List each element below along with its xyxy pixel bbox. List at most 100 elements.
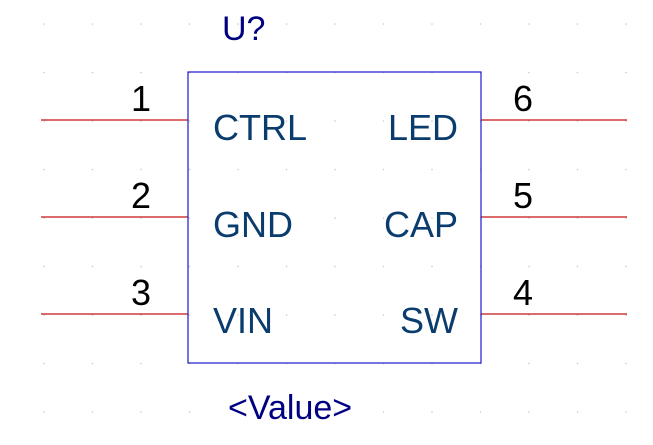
pin-name-gnd: GND [213, 204, 293, 245]
grid-dot [625, 23, 627, 25]
grid-dot [285, 217, 288, 219]
grid-dot [431, 23, 433, 25]
grid-dot [43, 362, 45, 365]
grid-dot [91, 71, 94, 74]
grid-dot [334, 168, 336, 171]
grid-dot [91, 265, 94, 268]
grid-dot [237, 217, 239, 219]
pin-name-ctrl: CTRL [213, 107, 307, 148]
grid-dot [382, 217, 385, 219]
grid-dot [625, 362, 627, 365]
grid-dot [528, 362, 530, 365]
grid-dot [237, 411, 239, 413]
grid-dot [140, 168, 142, 171]
grid-dot [237, 120, 239, 122]
grid-dot [431, 265, 433, 268]
grid-dot [382, 120, 385, 122]
grid-dot [237, 23, 239, 25]
grid-dot [528, 411, 530, 413]
pin-number-1: 1 [131, 78, 151, 119]
grid-dot [382, 265, 385, 268]
grid-dot [237, 265, 239, 268]
grid-dot [576, 362, 579, 365]
grid-dot [431, 217, 433, 219]
grid-dot [188, 23, 191, 25]
grid-dot [528, 23, 530, 25]
grid-dot [382, 411, 385, 413]
grid-dot [285, 411, 288, 413]
grid-dot [237, 168, 239, 171]
grid-dot [91, 23, 94, 25]
pin-number-6: 6 [513, 78, 533, 119]
grid-dot [528, 217, 530, 219]
pin-number-2: 2 [131, 175, 151, 216]
grid-dot [625, 411, 627, 413]
grid-dot [625, 217, 627, 219]
grid-dot [140, 411, 142, 413]
pin-number-3: 3 [131, 272, 151, 313]
grid-dot [625, 168, 627, 171]
component-value[interactable]: <Value> [228, 389, 352, 427]
grid-dot [43, 71, 45, 74]
pin-name-cap: CAP [384, 204, 458, 245]
grid-dot [431, 120, 433, 122]
grid-dot [43, 23, 45, 25]
grid-dot [334, 314, 336, 316]
grid-dot [140, 217, 142, 219]
grid-dot [140, 362, 142, 365]
grid-dot [431, 411, 433, 413]
grid-dot [334, 217, 336, 219]
grid-dot [140, 23, 142, 25]
grid-dot [188, 411, 191, 413]
grid-dot [334, 411, 336, 413]
pin-number-4: 4 [513, 272, 533, 313]
grid-dot [237, 314, 239, 316]
pin-name-vin: VIN [213, 300, 273, 341]
component-designator[interactable]: U? [222, 10, 265, 48]
grid-dot [188, 120, 191, 122]
grid-dot [188, 217, 191, 219]
grid-dot [528, 168, 530, 171]
grid-dot [382, 23, 385, 25]
pin-name-led: LED [388, 107, 458, 148]
grid-dot [91, 362, 94, 365]
grid-dot [576, 168, 579, 171]
grid-dot [334, 120, 336, 122]
grid-dot [43, 265, 45, 268]
grid-dot [43, 168, 45, 171]
grid-dot [188, 265, 191, 268]
grid-dot [140, 265, 142, 268]
grid-dot [528, 71, 530, 74]
grid-dot [140, 71, 142, 74]
grid-dots [43, 23, 627, 413]
grid-dot [625, 265, 627, 268]
grid-dot [576, 411, 579, 413]
grid-dot [285, 314, 288, 316]
grid-dot [576, 23, 579, 25]
grid-dot [188, 314, 191, 316]
grid-dot [91, 217, 94, 219]
grid-dot [625, 71, 627, 74]
grid-dot [576, 217, 579, 219]
grid-dot [431, 314, 433, 316]
grid-dot [285, 265, 288, 268]
pin-number-5: 5 [513, 175, 533, 216]
grid-dot [334, 265, 336, 268]
grid-dot [43, 217, 45, 219]
grid-dot [382, 168, 385, 171]
grid-dot [91, 411, 94, 413]
grid-dot [576, 71, 579, 74]
grid-dot [285, 120, 288, 122]
grid-dot [91, 168, 94, 171]
grid-dot [382, 314, 385, 316]
grid-dot [285, 23, 288, 25]
component-body[interactable] [187, 71, 482, 364]
grid-dot [188, 168, 191, 171]
grid-dot [576, 265, 579, 268]
grid-dot [285, 168, 288, 171]
grid-dot [431, 168, 433, 171]
pin-name-sw: SW [400, 300, 458, 341]
grid-dot [334, 23, 336, 25]
grid-dot [528, 265, 530, 268]
